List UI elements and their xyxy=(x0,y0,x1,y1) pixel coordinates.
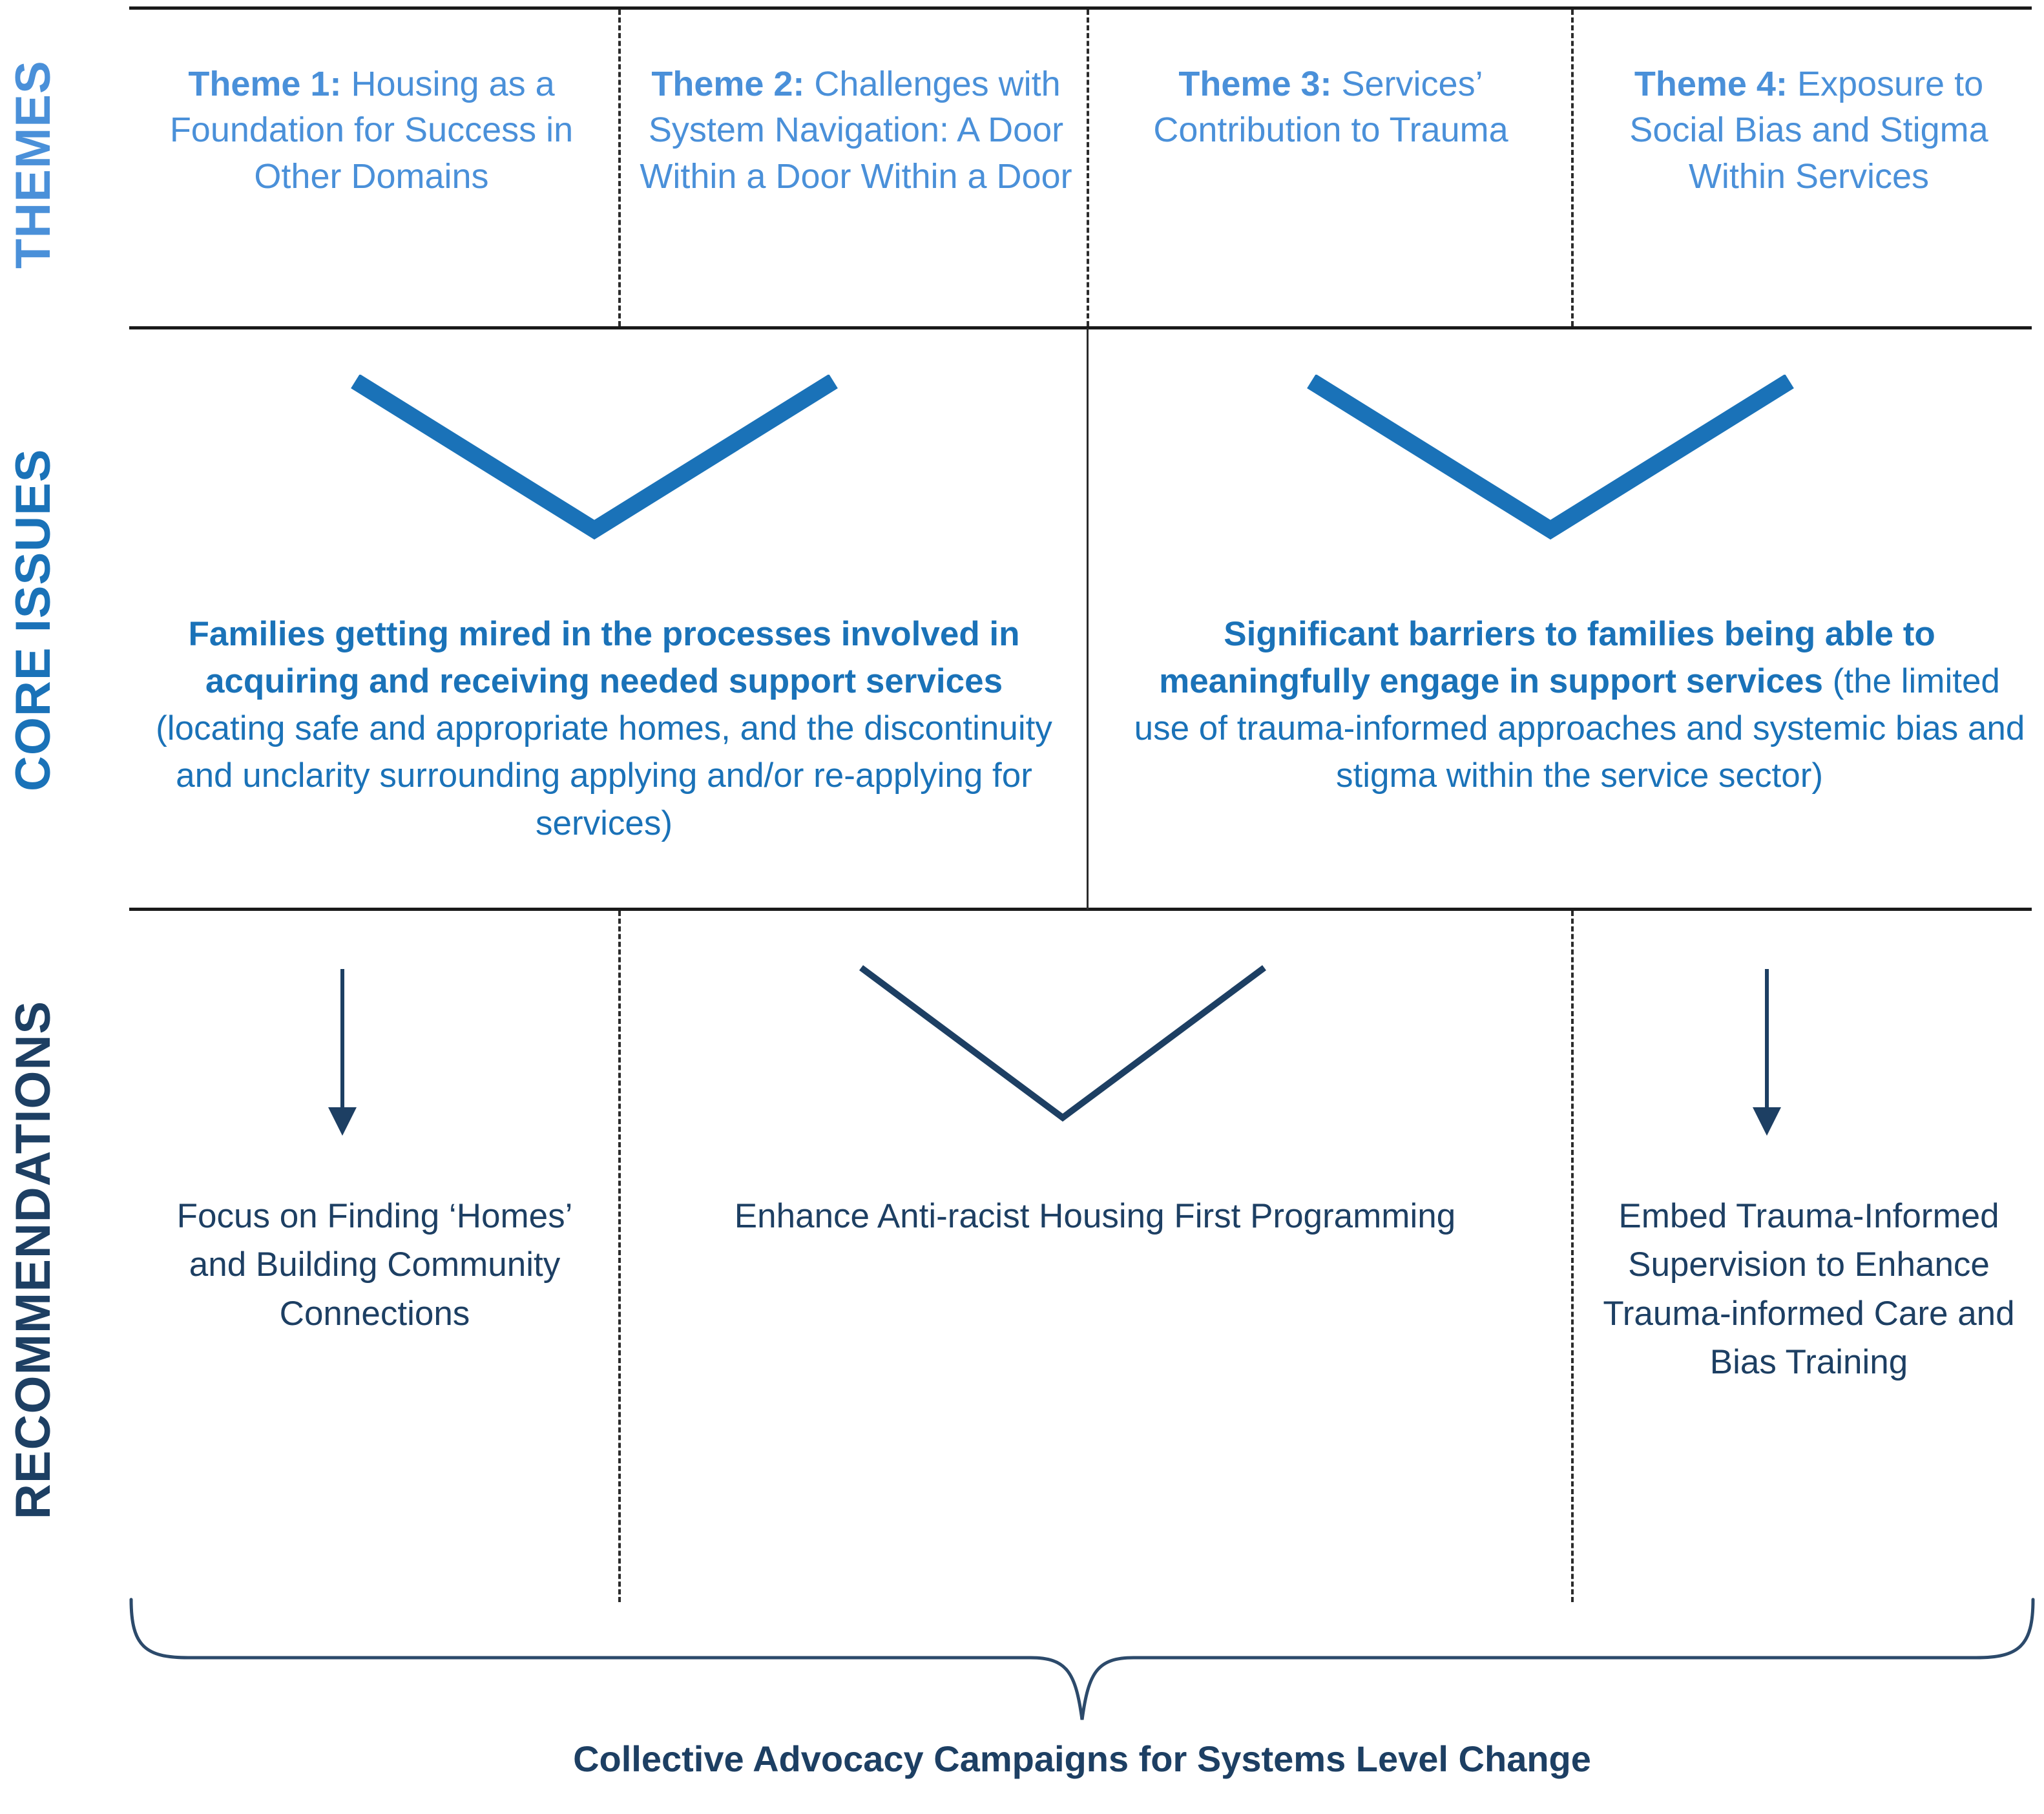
theme-label-2: Theme 2: xyxy=(651,65,805,103)
recommendation-cell-2: Enhance Anti-racist Housing First Progra… xyxy=(734,1197,1456,1235)
theme-label-3: Theme 3: xyxy=(1178,65,1332,103)
column-divider-core-issues xyxy=(1087,328,1089,910)
horizontal-rule-themes-bottom xyxy=(129,326,2032,329)
theme-cell-4: Theme 4: Exposure to Social Bias and Sti… xyxy=(1583,61,2035,200)
horizontal-rule-top xyxy=(129,6,2032,10)
bottom-caption: Collective Advocacy Campaigns for System… xyxy=(573,1738,1591,1779)
column-divider-recommendations-2 xyxy=(1571,911,1574,1602)
theme-cell-1: Theme 1: Housing as a Foundation for Suc… xyxy=(139,61,604,200)
core-issue-cell-left: Families getting mired in the processes … xyxy=(139,610,1069,847)
theme-cell-3: Theme 3: Services’ Contribution to Traum… xyxy=(1098,61,1563,154)
arrow-down-icon-1 xyxy=(323,969,362,1140)
rail-label-recommendations: RECOMMENDATIONS xyxy=(6,1000,61,1519)
recommendation-cell-1: Focus on Finding ‘Homes’ and Building Co… xyxy=(176,1197,573,1333)
theme-text-1: Housing as a Foundation for Success in O… xyxy=(169,65,574,196)
theme-text-4: Exposure to Social Bias and Stigma Withi… xyxy=(1629,65,1988,196)
theme-label-1: Theme 1: xyxy=(188,65,342,103)
core-issue-bold-right: Significant barriers to families being a… xyxy=(1159,615,1935,701)
core-issue-cell-right: Significant barriers to families being a… xyxy=(1131,610,2028,800)
theme-text-2: Challenges with System Navigation: A Doo… xyxy=(640,65,1072,196)
column-divider-themes-1 xyxy=(618,10,621,326)
chevron-down-icon-recommendations xyxy=(856,963,1269,1127)
theme-text-3: Services’ Contribution to Trauma xyxy=(1153,65,1508,150)
horizontal-rule-core-bottom xyxy=(129,908,2032,911)
theme-cell-2: Theme 2: Challenges with System Navigati… xyxy=(630,61,1082,200)
curly-brace-icon xyxy=(126,1596,2038,1725)
chevron-down-icon-left xyxy=(349,373,840,546)
chevron-down-icon-right xyxy=(1305,373,1796,546)
arrow-down-icon-3 xyxy=(1747,969,1786,1140)
recommendation-cell-3: Embed Trauma-Informed Supervision to Enh… xyxy=(1603,1197,2015,1381)
core-issue-detail-right: (the limited use of trauma-informed appr… xyxy=(1134,662,2025,795)
core-issue-detail-left: (locating safe and appropriate homes, an… xyxy=(156,709,1052,842)
column-divider-themes-3 xyxy=(1571,10,1574,326)
column-divider-recommendations-1 xyxy=(618,911,621,1602)
core-issue-bold-left: Families getting mired in the processes … xyxy=(188,615,1020,701)
theme-label-4: Theme 4: xyxy=(1634,65,1788,103)
column-divider-themes-2 xyxy=(1087,10,1089,326)
rail-label-themes: THEMES xyxy=(6,60,61,269)
rail-label-core-issues: CORE ISSUES xyxy=(6,448,61,792)
